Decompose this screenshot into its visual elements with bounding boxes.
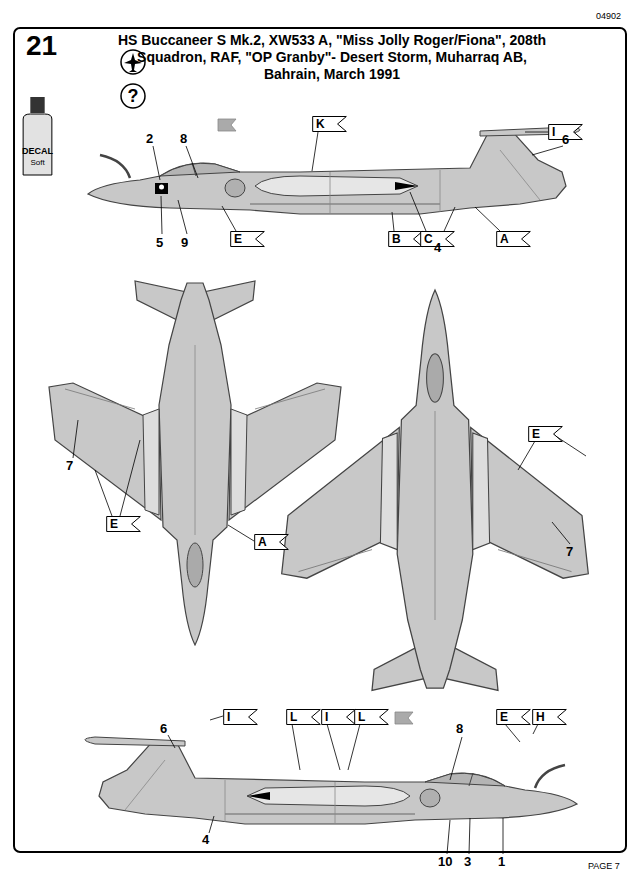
flag-shape	[389, 232, 423, 247]
callout-number: 10	[438, 854, 452, 869]
bottle-body	[23, 114, 52, 175]
flag-shape	[322, 710, 356, 725]
callout-number: 5	[156, 235, 163, 250]
paint-code: E	[500, 709, 531, 725]
paint-code: I	[227, 709, 258, 725]
paint-code: A	[500, 231, 531, 247]
callout-number: 4	[434, 240, 441, 255]
paint-flag: E	[230, 231, 265, 247]
step-number: 21	[26, 30, 57, 62]
paint-code: H	[536, 709, 567, 725]
callout-number: 2	[146, 131, 153, 146]
callout-number: 6	[562, 132, 569, 147]
bottle-label: DECAL	[22, 146, 53, 157]
decal-soft-bottle: DECALSoft	[18, 96, 57, 176]
paint-flag: A	[496, 231, 531, 247]
flag-shape	[355, 710, 389, 725]
paint-flag: I	[321, 709, 356, 725]
flag-shape	[255, 535, 289, 550]
flag-shape	[497, 710, 531, 725]
paint-flag: H	[532, 709, 567, 725]
callout-number: 8	[180, 131, 187, 146]
paint-flag: L	[286, 709, 321, 725]
flag-shape	[231, 232, 265, 247]
paint-code: B	[392, 231, 423, 247]
callout-number: 8	[456, 721, 463, 736]
flag-shape	[313, 117, 347, 132]
paint-flag: B	[388, 231, 423, 247]
flag-shape	[497, 232, 531, 247]
flag-shape	[224, 710, 258, 725]
circle-shape	[121, 84, 145, 108]
page-number: PAGE 7	[588, 861, 620, 871]
paint-flag: E	[528, 426, 563, 442]
paint-flag: E	[106, 516, 141, 532]
callout-number: 3	[464, 854, 471, 869]
title: HS Buccaneer S Mk.2, XW533 A, "Miss Joll…	[112, 32, 552, 83]
paint-code: K	[316, 116, 347, 132]
callout-number: 7	[66, 458, 73, 473]
paint-code: E	[532, 426, 563, 442]
paint-flag: E	[496, 709, 531, 725]
flag-shape	[107, 517, 141, 532]
flag-shape	[529, 427, 563, 442]
paint-code: L	[358, 709, 389, 725]
callout-number: 7	[566, 544, 573, 559]
bottle-cap	[30, 97, 44, 113]
help-circle: ?	[120, 83, 146, 109]
paint-code: E	[234, 231, 265, 247]
sheet-code: 04902	[596, 11, 621, 21]
callout-number: 9	[181, 235, 188, 250]
flag-shape	[287, 710, 321, 725]
callout-number: 6	[160, 721, 167, 736]
paint-code: I	[325, 709, 356, 725]
paint-code: L	[290, 709, 321, 725]
callout-number: 1	[498, 854, 505, 869]
help-mark: ?	[128, 86, 139, 106]
callout-number: 4	[202, 832, 209, 847]
paint-code: E	[110, 516, 141, 532]
paint-flag: A	[254, 534, 289, 550]
paint-flag: I	[223, 709, 258, 725]
bottle-sublabel: Soft	[30, 157, 44, 168]
paint-flag: L	[354, 709, 389, 725]
flag-shape	[533, 710, 567, 725]
paint-code: A	[258, 534, 289, 550]
paint-flag: K	[312, 116, 347, 132]
